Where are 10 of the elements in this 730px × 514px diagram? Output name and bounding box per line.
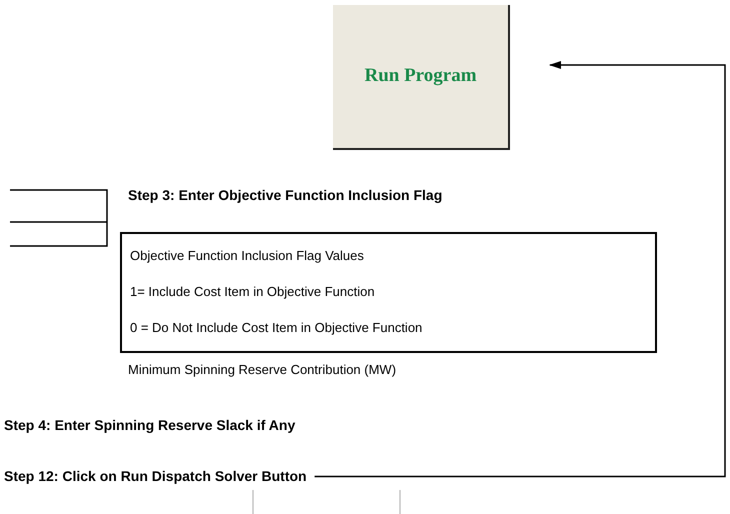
- box-text: 0 = Do Not Include Cost Item in Objective Function: [130, 319, 422, 337]
- step-heading: Step 3: Enter Objective Function Inclusion Flag: [128, 186, 442, 205]
- step-heading: Step 4: Enter Spinning Reserve Slack if Any: [4, 416, 296, 435]
- run-program-button: Run Program: [333, 5, 510, 150]
- box-heading: Objective Function Inclusion Flag Values: [130, 247, 364, 265]
- box-text: 1= Include Cost Item in Objective Function: [130, 283, 375, 301]
- info-box: [120, 232, 657, 353]
- step-heading: Step 12: Click on Run Dispatch Solver Button: [4, 466, 307, 487]
- note-text: Minimum Spinning Reserve Contribution (MW): [128, 361, 396, 379]
- connector-arrow: [314, 61, 726, 478]
